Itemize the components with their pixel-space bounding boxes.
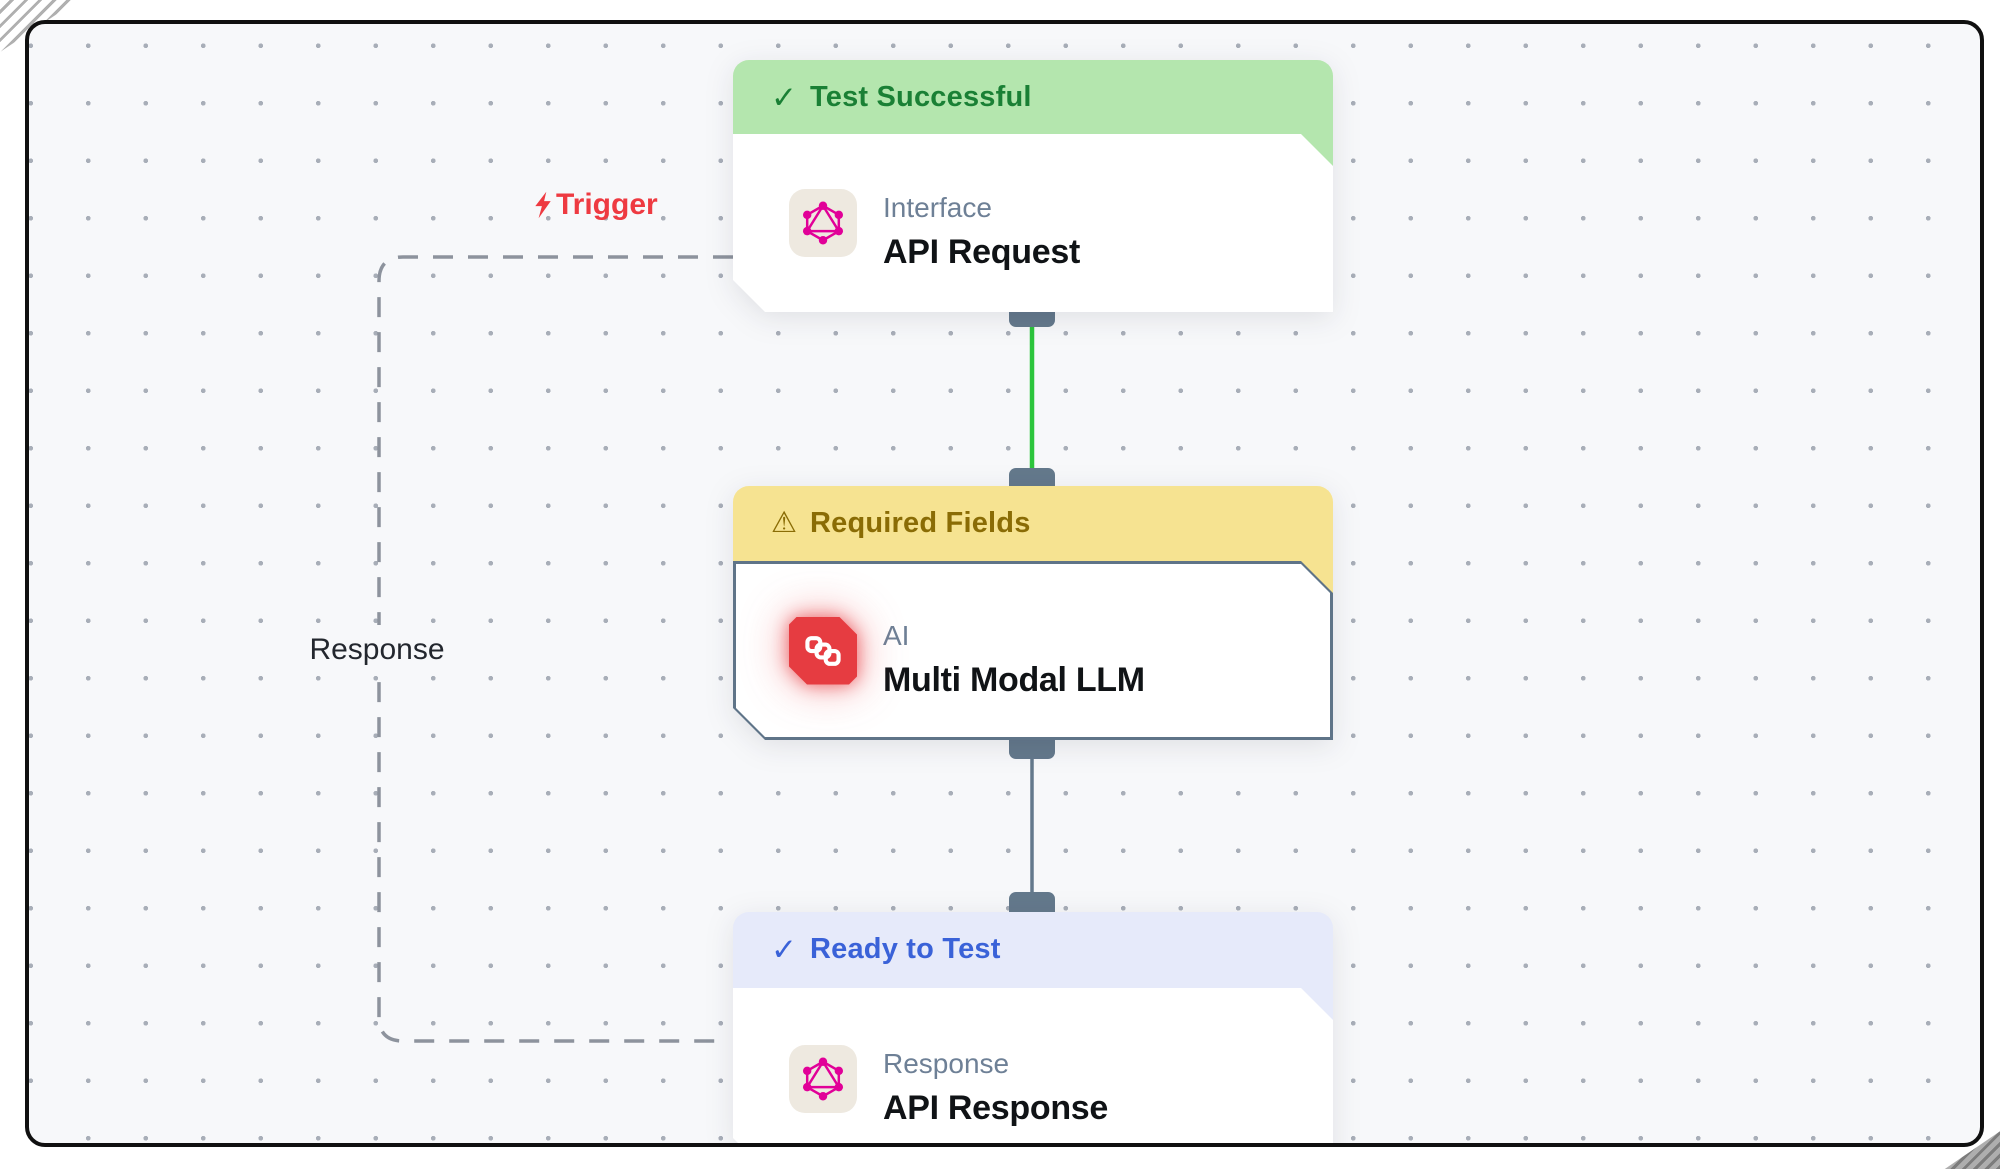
node-category: AI [883, 619, 910, 651]
node-api-request[interactable]: ✓ Test Successful [733, 60, 1333, 312]
status-label: Ready to Test [809, 933, 1001, 965]
graphql-icon [789, 189, 857, 257]
node-card[interactable]: Response API Response [733, 988, 1333, 1147]
node-card[interactable]: Interface API Request [733, 134, 1333, 312]
node-category: Response [883, 1048, 1010, 1080]
ai-chain-icon [789, 617, 857, 685]
node-api-response[interactable]: ✓ Ready to Test [733, 912, 1333, 1147]
node-title: API Response [883, 1089, 1109, 1128]
workflow-canvas[interactable]: Trigger Response ✓ Test Successful [29, 24, 1980, 1147]
status-label: Required Fields [810, 507, 1031, 539]
check-icon: ✓ [771, 932, 797, 967]
response-edge-label: Response [297, 625, 457, 675]
status-label: Test Successful [809, 81, 1032, 113]
node-category: Interface [883, 192, 992, 224]
graphql-icon [789, 1045, 857, 1113]
warning-icon: ⚠ [771, 507, 797, 539]
trigger-edge-label-text: Trigger [556, 188, 658, 221]
trigger-edge-label: Trigger [532, 188, 658, 222]
node-card[interactable]: AI Multi Modal LLM [733, 561, 1333, 740]
check-icon: ✓ [771, 80, 797, 115]
node-multi-modal-llm[interactable]: ⚠ Required Fields [733, 486, 1333, 740]
node-title: API Request [883, 233, 1080, 272]
workflow-frame: Trigger Response ✓ Test Successful [25, 20, 1984, 1147]
node-title: Multi Modal LLM [883, 660, 1145, 699]
lightning-icon [535, 191, 551, 219]
